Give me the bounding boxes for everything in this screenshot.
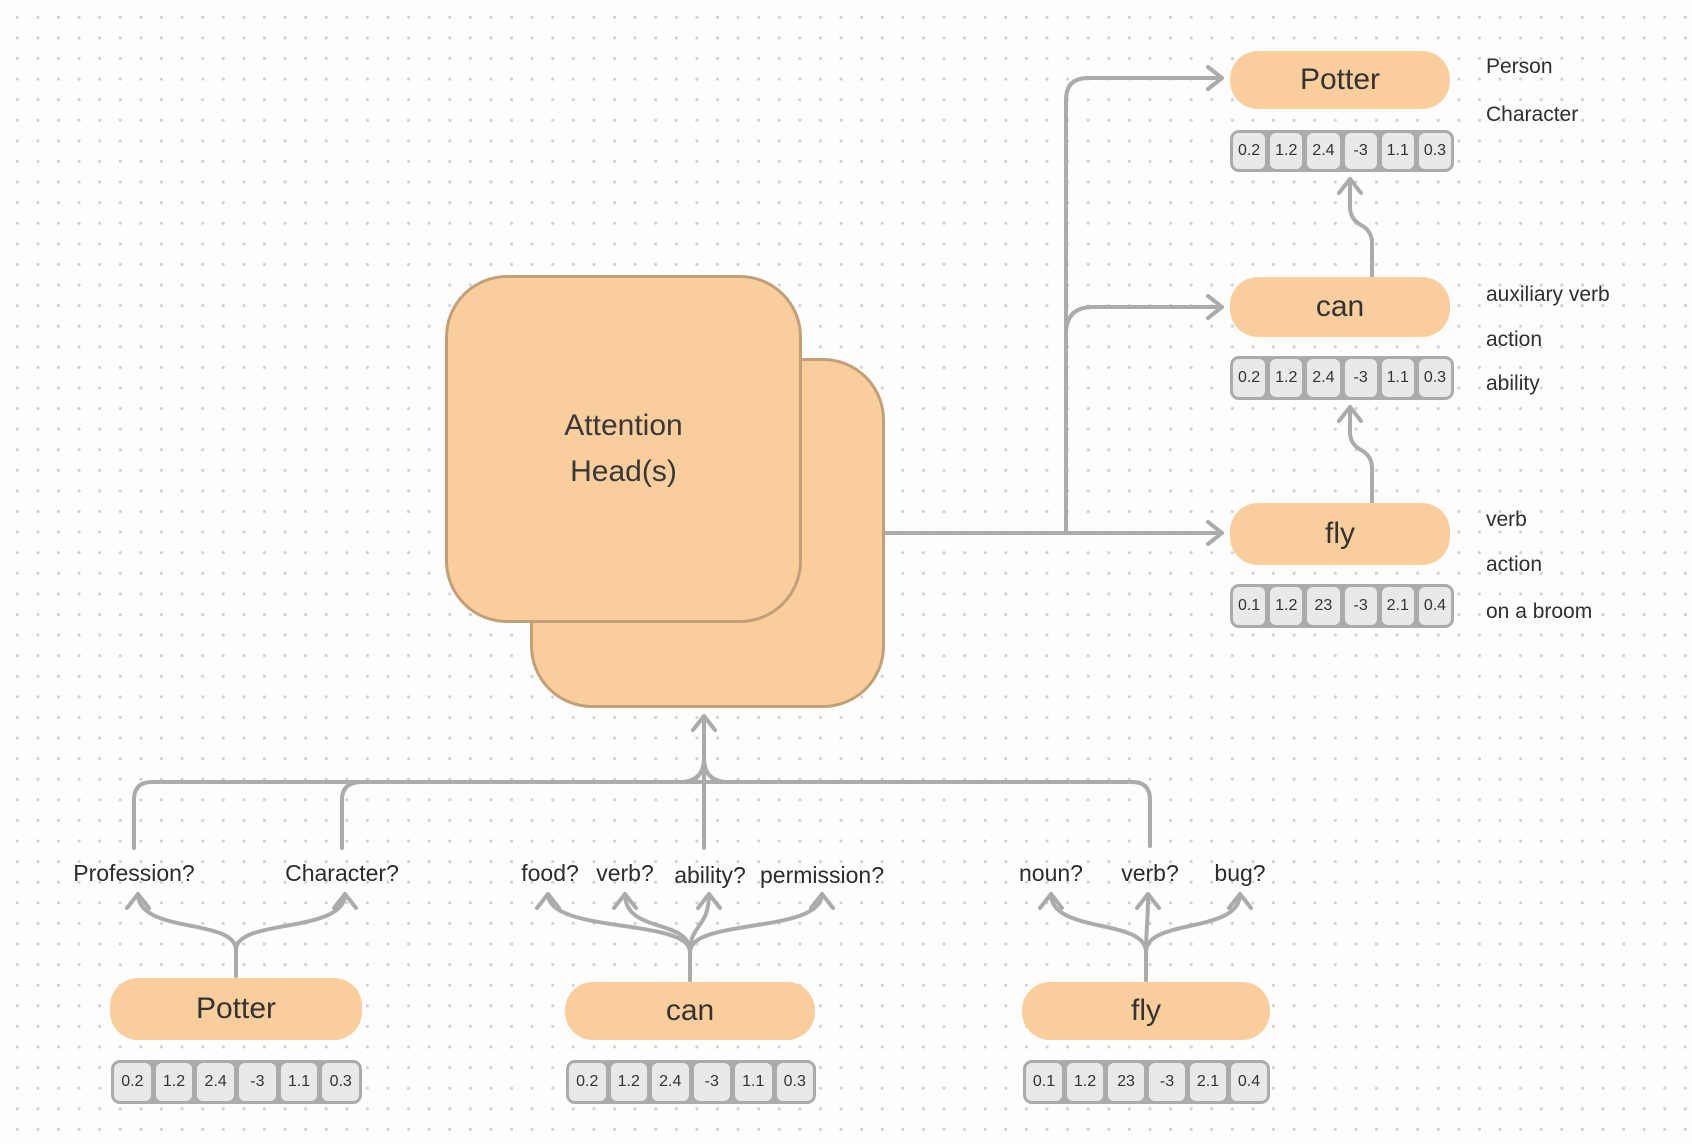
output-vector-potter: 0.2 1.2 2.4 -3 1.1 0.3 xyxy=(1230,130,1454,172)
input-vector-potter: 0.2 1.2 2.4 -3 1.1 0.3 xyxy=(111,1060,362,1104)
vector-cell: 23 xyxy=(1307,587,1340,625)
vector-cell: 1.2 xyxy=(1067,1063,1103,1101)
attention-head-label-line1: Attention xyxy=(564,409,683,442)
arrow-fly-bug xyxy=(1144,892,1253,982)
arrow-potter-profession xyxy=(125,892,238,978)
question-character: Character? xyxy=(285,860,399,886)
vector-cell: 2.4 xyxy=(652,1063,689,1101)
vector-cell: -3 xyxy=(1344,133,1377,169)
output-token-pill-fly: fly xyxy=(1230,503,1450,565)
vector-cell: 23 xyxy=(1108,1063,1144,1101)
vector-cell: 1.1 xyxy=(1381,133,1414,169)
annotation-auxiliary-verb: auxiliary verb xyxy=(1486,283,1610,306)
vector-cell: 1.1 xyxy=(1381,359,1414,397)
input-vector-can: 0.2 1.2 2.4 -3 1.1 0.3 xyxy=(566,1060,816,1104)
input-token-pill-can: can xyxy=(565,982,815,1040)
attention-head-label-line2: Head(s) xyxy=(570,455,677,488)
question-verb-can: verb? xyxy=(596,860,654,886)
bus-drop-character xyxy=(340,780,364,850)
vector-cell: 0.2 xyxy=(569,1063,606,1101)
question-food: food? xyxy=(521,860,579,886)
output-token-pill-potter: Potter xyxy=(1230,51,1450,109)
vector-cell: 1.2 xyxy=(155,1063,193,1101)
vector-cell: 0.2 xyxy=(114,1063,151,1101)
arrow-fly-to-can-vector xyxy=(1337,405,1374,508)
vector-cell: 0.1 xyxy=(1233,587,1266,625)
vector-cell: 0.3 xyxy=(1418,133,1452,169)
vector-cell: 2.4 xyxy=(197,1063,235,1101)
arrow-can-food xyxy=(535,892,692,982)
vector-cell: 0.4 xyxy=(1231,1063,1267,1101)
annotation-action-fly: action xyxy=(1486,553,1543,576)
annotation-character: Character xyxy=(1486,103,1579,126)
vector-cell: 1.2 xyxy=(1270,359,1303,397)
annotation-verb: verb xyxy=(1486,508,1527,531)
vector-cell: 2.4 xyxy=(1307,133,1340,169)
vector-cell: 0.3 xyxy=(1418,359,1452,397)
output-token-pill-can: can xyxy=(1230,277,1450,337)
vector-cell: -3 xyxy=(239,1063,276,1101)
vector-cell: 0.4 xyxy=(1418,587,1452,625)
arrow-attention-to-can xyxy=(1064,294,1224,336)
vector-cell: 2.4 xyxy=(1307,359,1340,397)
question-noun: noun? xyxy=(1019,860,1083,886)
input-token-pill-fly: fly xyxy=(1022,982,1270,1040)
vector-cell: -3 xyxy=(693,1063,730,1101)
annotation-action-can: action xyxy=(1486,328,1543,351)
output-vector-fly: 0.1 1.2 23 -3 2.1 0.4 xyxy=(1230,584,1454,628)
vector-cell: 0.2 xyxy=(1233,359,1266,397)
vector-cell: 0.1 xyxy=(1026,1063,1062,1101)
vector-cell: 0.3 xyxy=(776,1063,813,1101)
vector-cell: -3 xyxy=(1344,587,1377,625)
vector-cell: 1.2 xyxy=(1270,587,1303,625)
vector-cell: 2.1 xyxy=(1381,587,1414,625)
arrow-attention-to-potter xyxy=(1064,65,1224,535)
output-vector-can: 0.2 1.2 2.4 -3 1.1 0.3 xyxy=(1230,356,1454,400)
question-verb-fly: verb? xyxy=(1121,860,1179,886)
vector-cell: 1.2 xyxy=(1270,133,1303,169)
bus-line xyxy=(132,780,1152,850)
vector-cell: 1.2 xyxy=(610,1063,647,1101)
arrow-potter-character xyxy=(234,892,358,978)
attention-head-label: Attention Head(s) xyxy=(448,278,799,620)
question-permission: permission? xyxy=(760,862,884,888)
vector-cell: -3 xyxy=(1149,1063,1185,1101)
arrow-can-permission xyxy=(688,892,835,982)
vector-cell: -3 xyxy=(1344,359,1377,397)
question-bug: bug? xyxy=(1214,860,1266,886)
question-profession: Profession? xyxy=(73,860,195,886)
annotation-person: Person xyxy=(1486,55,1553,78)
input-token-pill-potter: Potter xyxy=(110,978,362,1040)
vector-cell: 1.1 xyxy=(280,1063,318,1101)
annotation-ability: ability xyxy=(1486,372,1540,395)
vector-cell: 0.3 xyxy=(322,1063,360,1101)
arrow-can-to-potter-vector xyxy=(1337,177,1374,282)
question-ability: ability? xyxy=(674,862,746,888)
vector-cell: 0.2 xyxy=(1233,133,1266,169)
bus-merge-fillet-left xyxy=(678,756,706,784)
input-vector-fly: 0.1 1.2 23 -3 2.1 0.4 xyxy=(1023,1060,1270,1104)
vector-cell: 2.1 xyxy=(1190,1063,1226,1101)
attention-head-front-square: Attention Head(s) xyxy=(445,275,802,623)
arrow-fly-noun xyxy=(1038,892,1148,982)
vector-cell: 1.1 xyxy=(735,1063,772,1101)
bus-merge-fillet-right xyxy=(702,756,730,784)
annotation-on-a-broom: on a broom xyxy=(1486,600,1593,623)
